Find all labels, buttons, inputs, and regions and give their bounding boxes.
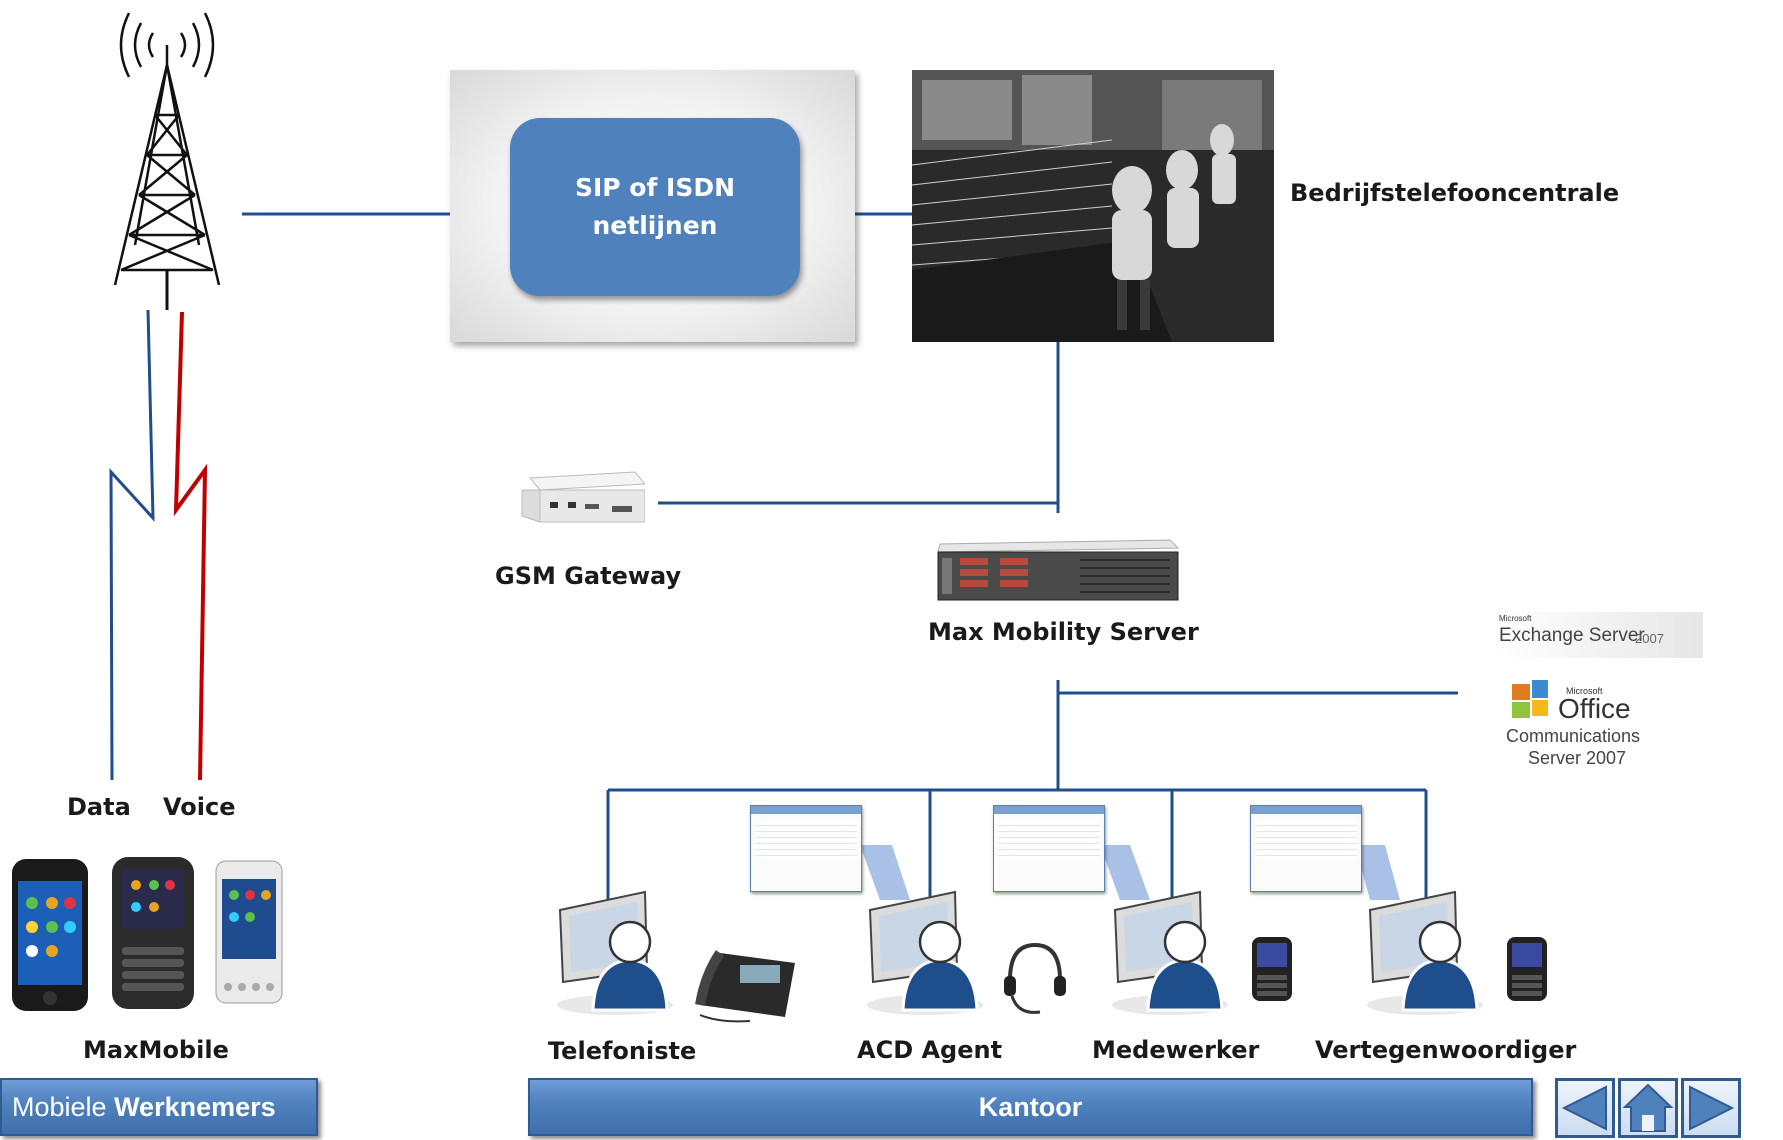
- maxmobile-label: MaxMobile: [83, 1036, 229, 1064]
- gsm-gateway-icon: [521, 471, 645, 523]
- mobile-workers-bar[interactable]: Mobiele Werknemers: [0, 1078, 318, 1136]
- sip-isdn-box: SIP of ISDN netlijnen: [510, 118, 800, 296]
- nav-back-icon: [1561, 1085, 1607, 1131]
- app-screenshot-thumbnail: [993, 805, 1105, 892]
- smartphone-icon: [12, 859, 88, 1011]
- exchange-logo: Microsoft Exchange Server 2007: [1495, 612, 1703, 658]
- voice-label: Voice: [163, 793, 236, 821]
- headset-icon: [1004, 942, 1066, 1014]
- exchange-logo-main: Exchange Server: [1499, 625, 1645, 646]
- data-link-line: [109, 309, 155, 781]
- user-workstation-icon: [1367, 890, 1483, 1015]
- smartphone-icon: [215, 860, 283, 1004]
- ocs-logo-main: Office: [1558, 693, 1631, 724]
- workstation-label-medewerker: Medewerker: [1092, 1036, 1260, 1064]
- sip-label-line2: netlijnen: [592, 211, 718, 240]
- voice-link-line: [173, 311, 208, 781]
- smartphones-group: [12, 857, 283, 1011]
- radio-tower-icon: [113, 12, 221, 310]
- workstation-label-telefoniste: Telefoniste: [548, 1037, 697, 1065]
- pbx-label: Bedrijfstelefooncentrale: [1290, 179, 1620, 207]
- switchboard-photo: [912, 70, 1274, 342]
- smartphone-icon: [1252, 937, 1292, 1001]
- ocs-logo: Microsoft Office Communications Server 2…: [1500, 676, 1650, 771]
- exchange-logo-small: Microsoft: [1499, 614, 1532, 623]
- nav-forward-icon: [1689, 1085, 1735, 1131]
- desk-phone-icon: [695, 950, 795, 1023]
- data-label: Data: [67, 793, 131, 821]
- user-workstation-icon: [557, 890, 673, 1015]
- server-icon: [937, 539, 1180, 601]
- office-bar[interactable]: Kantoor: [528, 1078, 1533, 1136]
- nav-home-button[interactable]: [1618, 1078, 1678, 1138]
- app-screenshot-thumbnail: [750, 805, 862, 892]
- mobile-workers-bold: Werknemers: [114, 1091, 276, 1122]
- office-logo-icon: [1512, 680, 1548, 718]
- gsm-gateway-label: GSM Gateway: [495, 562, 682, 590]
- sip-label-line1: SIP of ISDN: [574, 173, 736, 202]
- ocs-logo-line3: Server 2007: [1528, 748, 1627, 768]
- ocs-logo-line2: Communications: [1506, 726, 1641, 746]
- exchange-logo-version: 2007: [1635, 631, 1664, 646]
- nav-home-icon: [1622, 1083, 1674, 1132]
- office-label: Kantoor: [978, 1091, 1083, 1122]
- mobile-workers-prefix: Mobiele: [12, 1091, 115, 1122]
- smartphone-icon: [1507, 937, 1547, 1001]
- app-screenshot-thumbnail: [1250, 805, 1362, 892]
- smartphone-icon: [112, 857, 194, 1009]
- nav-back-button[interactable]: [1555, 1078, 1615, 1138]
- user-workstation-icon: [867, 890, 983, 1015]
- user-workstation-icon: [1112, 890, 1228, 1015]
- ocs-logo-small: Microsoft: [1566, 686, 1603, 696]
- sip-isdn-panel: SIP of ISDN netlijnen: [450, 70, 855, 342]
- workstation-label-vertegenwoordiger: Vertegenwoordiger: [1315, 1036, 1577, 1064]
- nav-forward-button[interactable]: [1681, 1078, 1741, 1138]
- mms-label: Max Mobility Server: [928, 618, 1199, 646]
- workstation-label-acd-agent: ACD Agent: [857, 1036, 1003, 1064]
